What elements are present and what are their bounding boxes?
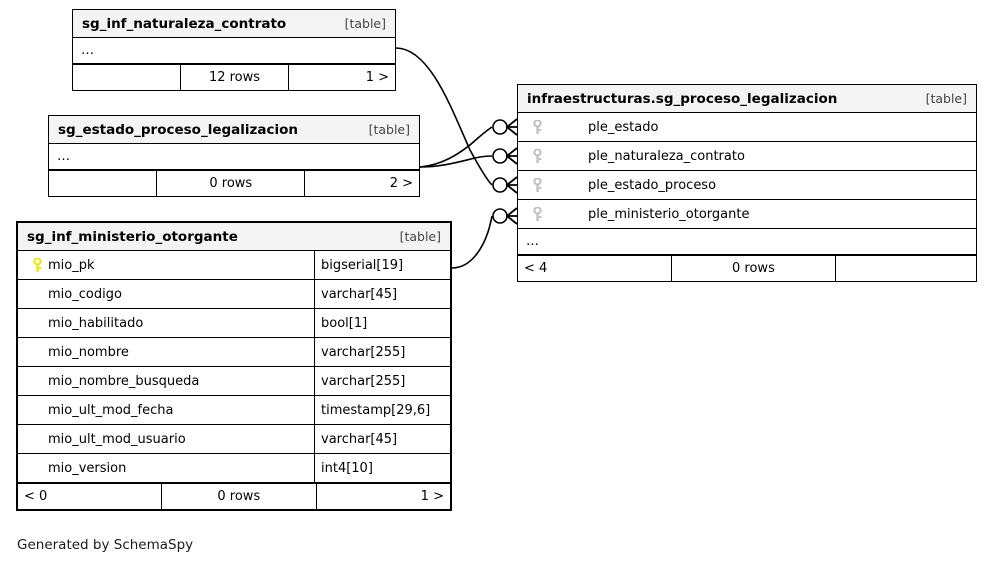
foreign-key-icon xyxy=(526,119,548,135)
column-cell: ple_naturaleza_contrato xyxy=(518,142,976,170)
column-name: mio_nombre xyxy=(48,344,129,360)
connector-ple-naturaleza-contrato xyxy=(492,147,518,165)
table-row[interactable]: ple_naturaleza_contrato xyxy=(518,142,976,171)
footer-rowcount: 0 rows xyxy=(670,256,836,281)
table-row[interactable]: ple_estado_proceso xyxy=(518,171,976,200)
table-row[interactable]: mio_ult_mod_usuario varchar[45] xyxy=(18,425,450,454)
footer-parents: < 0 xyxy=(24,489,48,504)
footer-rowcount: 0 rows xyxy=(160,484,317,509)
column-name: mio_ult_mod_fecha xyxy=(48,402,174,418)
columns-ellipsis: … xyxy=(49,144,419,170)
generated-by-label: Generated by SchemaSpy xyxy=(17,537,194,553)
column-type: timestamp[29,6] xyxy=(314,396,450,424)
connector-ple-estado-proceso xyxy=(492,176,518,194)
footer-parents xyxy=(73,65,180,90)
table-header: sg_estado_proceso_legalizacion [table] xyxy=(49,116,419,144)
column-cell: mio_pk xyxy=(18,251,314,279)
column-name: ple_ministerio_otorgante xyxy=(588,206,750,222)
table-title: infraestructuras.sg_proceso_legalizacion xyxy=(527,90,838,107)
column-cell: ple_estado_proceso xyxy=(518,171,976,199)
table-type-tag: [table] xyxy=(344,16,386,31)
column-name: ple_estado_proceso xyxy=(588,177,717,193)
table-infraestructuras-sg-proceso-legalizacion[interactable]: infraestructuras.sg_proceso_legalizacion… xyxy=(517,84,977,282)
table-type-tag: [table] xyxy=(368,122,410,137)
primary-key-icon xyxy=(26,257,48,273)
footer-rowcount: 12 rows xyxy=(180,65,288,90)
table-row[interactable]: mio_version int4[10] xyxy=(18,454,450,483)
table-row[interactable]: mio_nombre_busqueda varchar[255] xyxy=(18,367,450,396)
column-name: mio_habilitado xyxy=(48,315,144,331)
table-row[interactable]: mio_codigo varchar[45] xyxy=(18,280,450,309)
column-name: mio_codigo xyxy=(48,286,122,302)
connector-ple-estado xyxy=(492,118,518,136)
column-type: bigserial[19] xyxy=(314,251,450,279)
column-name: mio_nombre_busqueda xyxy=(48,373,200,389)
columns-ellipsis: … xyxy=(518,229,976,255)
columns-ellipsis: … xyxy=(73,38,395,64)
column-type: varchar[255] xyxy=(314,367,450,395)
column-cell: ple_ministerio_otorgante xyxy=(518,200,976,228)
table-footer: < 4 0 rows xyxy=(518,255,976,281)
footer-children xyxy=(835,256,976,281)
column-cell: ple_estado xyxy=(518,113,976,141)
column-name: mio_version xyxy=(48,460,127,476)
table-title: sg_inf_ministerio_otorgante xyxy=(27,228,238,245)
table-row[interactable]: ple_ministerio_otorgante xyxy=(518,200,976,229)
foreign-key-icon xyxy=(526,206,548,222)
column-cell: mio_nombre xyxy=(18,338,314,366)
footer-children: 2 > xyxy=(304,171,419,196)
table-sg-inf-naturaleza-contrato[interactable]: sg_inf_naturaleza_contrato [table] … 12 … xyxy=(72,9,396,91)
table-header: sg_inf_naturaleza_contrato [table] xyxy=(73,10,395,38)
table-sg-inf-ministerio-otorgante[interactable]: sg_inf_ministerio_otorgante [table] mio_… xyxy=(16,221,452,511)
connector-ple-ministerio-otorgante xyxy=(492,207,518,225)
column-cell: mio_habilitado xyxy=(18,309,314,337)
footer-parents: < 4 xyxy=(524,261,548,276)
column-name: mio_pk xyxy=(48,257,95,273)
table-row[interactable]: mio_nombre varchar[255] xyxy=(18,338,450,367)
column-cell: mio_nombre_busqueda xyxy=(18,367,314,395)
footer-rowcount: 0 rows xyxy=(156,171,304,196)
table-type-tag: [table] xyxy=(925,91,967,106)
column-cell: mio_version xyxy=(18,454,314,482)
table-row[interactable]: mio_ult_mod_fecha timestamp[29,6] xyxy=(18,396,450,425)
column-type: varchar[45] xyxy=(314,280,450,308)
column-name: ple_estado xyxy=(588,119,659,135)
column-name: mio_ult_mod_usuario xyxy=(48,431,186,447)
footer-children: 1 > xyxy=(316,484,450,509)
table-row[interactable]: mio_pk bigserial[19] xyxy=(18,251,450,280)
column-type: int4[10] xyxy=(314,454,450,482)
column-cell: mio_ult_mod_fecha xyxy=(18,396,314,424)
footer-children: 1 > xyxy=(287,65,395,90)
table-row[interactable]: mio_habilitado bool[1] xyxy=(18,309,450,338)
table-footer: 12 rows 1 > xyxy=(73,64,395,90)
table-sg-estado-proceso-legalizacion[interactable]: sg_estado_proceso_legalizacion [table] …… xyxy=(48,115,420,197)
table-footer: 0 rows 2 > xyxy=(49,170,419,196)
column-type: varchar[255] xyxy=(314,338,450,366)
table-header: infraestructuras.sg_proceso_legalizacion… xyxy=(518,85,976,113)
foreign-key-icon xyxy=(526,148,548,164)
table-row[interactable]: ple_estado xyxy=(518,113,976,142)
table-header: sg_inf_ministerio_otorgante [table] xyxy=(18,223,450,251)
column-name: ple_naturaleza_contrato xyxy=(588,148,745,164)
column-type: bool[1] xyxy=(314,309,450,337)
footer-parents xyxy=(49,171,156,196)
table-title: sg_inf_naturaleza_contrato xyxy=(82,15,287,32)
edge-ministerio-to-ple-ministerio xyxy=(451,215,493,269)
column-type: varchar[45] xyxy=(314,425,450,453)
table-footer: < 0 0 rows 1 > xyxy=(18,483,450,509)
column-cell: mio_codigo xyxy=(18,280,314,308)
table-title: sg_estado_proceso_legalizacion xyxy=(58,121,299,138)
edge-estado-to-ple-naturaleza xyxy=(419,155,493,168)
table-type-tag: [table] xyxy=(399,229,441,244)
foreign-key-icon xyxy=(526,177,548,193)
column-cell: mio_ult_mod_usuario xyxy=(18,425,314,453)
edge-estado-to-ple-estado xyxy=(419,126,493,168)
